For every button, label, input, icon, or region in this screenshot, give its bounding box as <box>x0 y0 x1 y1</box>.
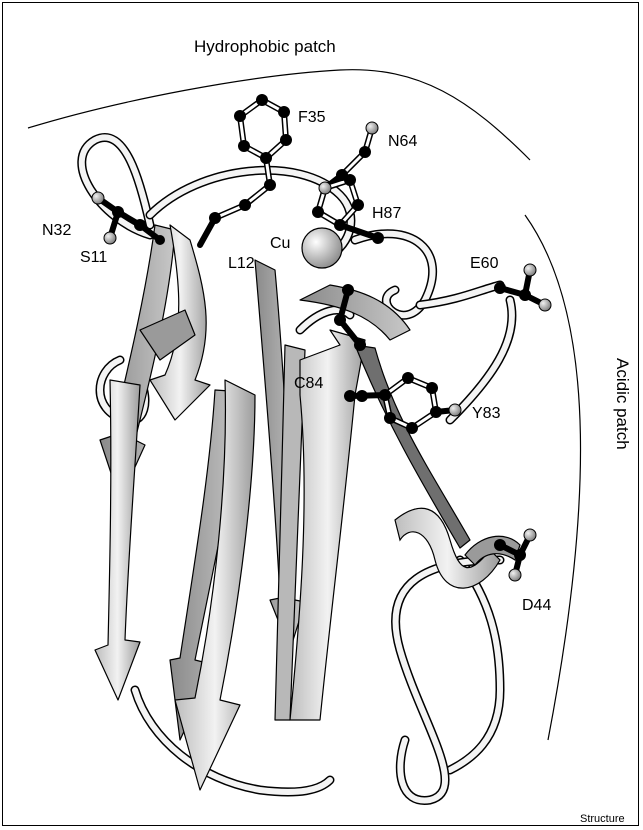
residue-label-l12: L12 <box>228 255 255 272</box>
acidic-patch-label: Acidic patch <box>613 358 632 450</box>
copper-label: Cu <box>270 235 290 252</box>
copper-atom <box>302 228 342 268</box>
strand-3 <box>95 380 140 700</box>
residue-label-c84: C84 <box>294 375 323 392</box>
residue-label-n32: N32 <box>42 222 71 239</box>
residue-label-e60: E60 <box>470 255 499 272</box>
residue-label-n64: N64 <box>388 133 417 150</box>
residue-label-h87: H87 <box>372 205 401 222</box>
residue-label-y83: Y83 <box>472 405 501 422</box>
hydrophobic-patch-label: Hydrophobic patch <box>194 37 336 56</box>
acidic-patch-outline <box>525 215 581 740</box>
residue-label-s11: S11 <box>80 249 107 266</box>
residue-label-d44: D44 <box>522 597 551 614</box>
residue-label-f35: F35 <box>298 109 326 126</box>
credit-label: Structure <box>580 813 625 825</box>
